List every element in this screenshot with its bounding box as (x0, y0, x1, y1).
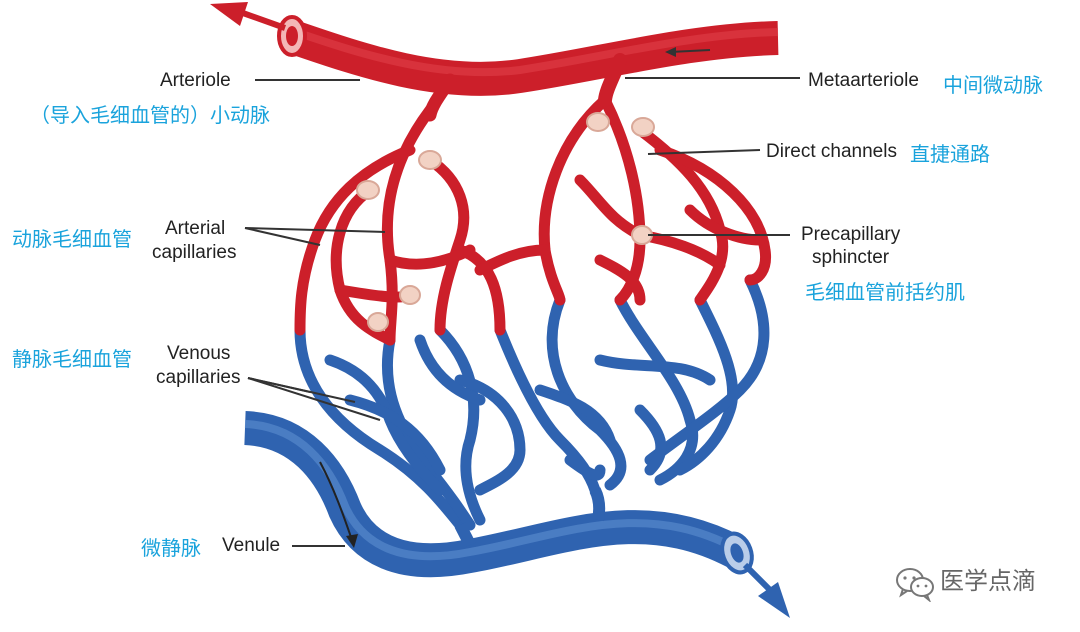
direct-channels-label-cn: 直捷通路 (910, 142, 990, 166)
arteriole-flow-arrow (238, 9, 287, 31)
arteriole-vessel (210, 2, 779, 96)
arterial-capillary-network (294, 94, 772, 346)
venous-capillaries-label-cn: 静脉毛细血管 (12, 347, 132, 371)
venule-flow-arrow (742, 562, 773, 593)
sphincter (631, 117, 655, 137)
watermark-text: 医学点滴 (940, 567, 1036, 595)
venous-capillaries-label: Venous (167, 343, 231, 364)
precapillary-sphincters (356, 112, 655, 332)
arteriole-arrow-head (210, 2, 248, 26)
precapillary-sphincter-label-cn: 毛细血管前括约肌 (805, 280, 965, 304)
metaarteriole-label: Metaarteriole (808, 70, 919, 91)
arteriole-left-branch (423, 73, 457, 122)
venous-capillaries-leader-3 (247, 377, 381, 421)
venous-capillaries-leader-2 (247, 377, 356, 403)
sphincter (356, 180, 380, 200)
wechat-icon (895, 566, 935, 604)
leader-lines (244, 77, 800, 547)
venous-capillary-network (294, 274, 770, 531)
arteriole-label: Arteriole (160, 70, 231, 91)
metaarteriole-vessel (598, 53, 627, 107)
arterial-capillaries-label-cn: 动脉毛细血管 (12, 227, 132, 251)
sphincter (418, 150, 442, 170)
metaarteriole-label-cn: 中间微动脉 (943, 73, 1043, 97)
sphincter (367, 312, 389, 332)
arteriole-inner-arrow (669, 49, 711, 53)
venule-inner-arrow (319, 461, 353, 541)
arterial-capillaries-leader-2 (244, 227, 386, 233)
arterial-capillaries-leader-1 (244, 227, 321, 246)
direct-channels-label: Direct channels (766, 141, 897, 162)
precapillary-sphincter-label-2: sphincter (812, 247, 890, 268)
arterial-capillaries-label: Arterial (165, 218, 226, 239)
arterial-capillaries-label-2: capillaries (152, 242, 237, 263)
sphincter (586, 112, 610, 132)
venule-vessel (243, 411, 790, 618)
arteriole-label-cn: （导入毛细血管的）小动脉 (30, 103, 270, 127)
venous-capillaries-label-2: capillaries (156, 367, 241, 388)
venule-label: Venule (222, 535, 281, 556)
sphincter (399, 285, 421, 305)
venule-arrow-head (758, 582, 790, 618)
direct-channels-leader (647, 149, 761, 155)
venule-label-cn: 微静脉 (141, 536, 201, 560)
precapillary-sphincter-label: Precapillary (801, 224, 901, 245)
